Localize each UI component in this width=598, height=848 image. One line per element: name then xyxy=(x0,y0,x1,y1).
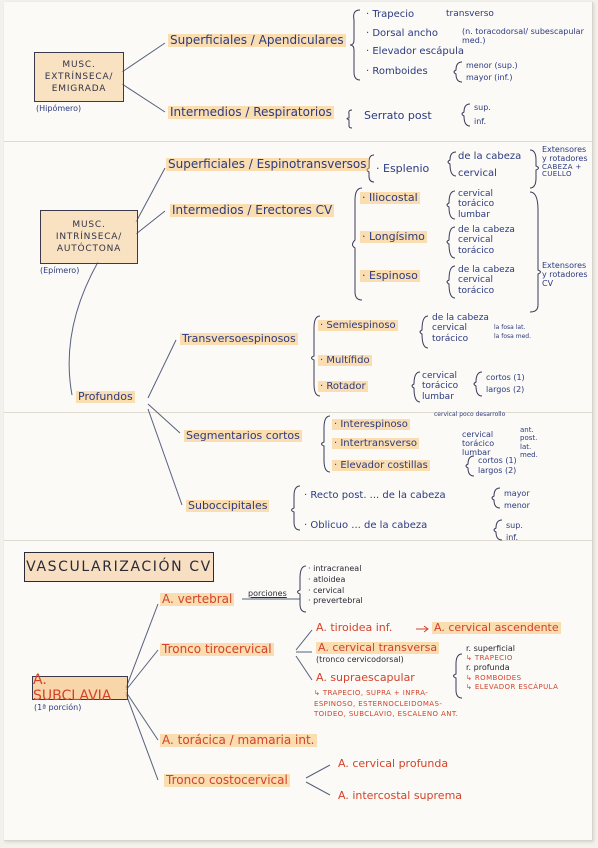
box-line: EMIGRADA xyxy=(51,84,107,95)
box-line: MUSC. xyxy=(62,59,96,70)
side-note-cabeza-cuello: Extensores y rotadores CABEZA + CUELLO xyxy=(542,145,588,179)
box-subclavia: A. SUBCLAVIA xyxy=(32,672,128,704)
title-vascularizacion: VASCULARIZACIÓN CV xyxy=(24,552,214,582)
box-line: MUSC. xyxy=(72,219,106,230)
note-hipomero: (Hipómero) xyxy=(36,104,82,113)
esplenio-cabeza: de la cabeza xyxy=(458,151,522,162)
rotador-notes: cortos (1) largos (2) xyxy=(486,373,525,394)
iliocostal-sub: cervical torácico lumbar xyxy=(458,189,495,220)
item-romboides: · Romboides xyxy=(366,66,428,77)
label-segmentarios-cortos: Segmentarios cortos xyxy=(184,429,302,443)
label-profundos: Profundos xyxy=(76,390,135,404)
romboides-mayor: mayor (inf.) xyxy=(466,73,513,82)
dorsal-relation: (n. toracodorsal/ subescapular med.) xyxy=(462,27,584,45)
item-elevador-escapula: · Elevador escápula xyxy=(366,46,464,57)
serrato-inf: inf. xyxy=(474,117,487,126)
label-tronco-tirocervical: Tronco tirocervical xyxy=(160,642,274,657)
item-iliocostal: · Iliocostal xyxy=(360,191,420,205)
transversa-ramas: r. superficial ↳ TRAPECIO r. profunda ↳ … xyxy=(466,644,559,691)
item-multifido: · Multífido xyxy=(318,355,372,366)
item-interespinoso: · Interespinoso xyxy=(332,419,410,430)
semiespinoso-notes: la fosa lat. la fosa med. xyxy=(494,324,531,340)
label-intermedios-erectores: Intermedios / Erectores CV xyxy=(170,203,335,218)
oblicuo-sub: sup. inf. xyxy=(506,521,523,542)
item-intertransverso: · Intertransverso xyxy=(332,438,420,449)
item-elevador-costillas: · Elevador costillas xyxy=(332,460,430,471)
item-recto-post: · Recto post. ... de la cabeza xyxy=(304,490,446,501)
box-intrinseca: MUSC. INTRÍNSECA/ AUTÓCTONA xyxy=(40,210,138,264)
recto-sub: mayor menor xyxy=(504,489,530,510)
label-superficiales-espinotransversos: Superficiales / Espinotransversos xyxy=(166,157,369,172)
supraescapular-irrigacion: ↳ TRAPECIO, SUPRA + INFRA- ESPINOSO, EST… xyxy=(314,689,459,718)
label-tronco-costocervical: Tronco costocervical xyxy=(164,773,290,788)
item-rotador: · Rotador xyxy=(318,381,368,392)
item-espinoso: · Espinoso xyxy=(360,269,420,283)
box-line: INTRÍNSECA/ xyxy=(55,231,123,242)
esplenio-cervical: cervical xyxy=(458,168,497,179)
label-superficiales-apendiculares: Superficiales / Apendiculares xyxy=(168,33,346,48)
note-epimero: (Epímero) xyxy=(40,266,80,275)
fold-line xyxy=(4,540,592,541)
label-transversoespinosos: Transversoespinosos xyxy=(180,332,298,346)
intertransverso-notes: ant. post. lat. med. xyxy=(520,426,538,460)
item-esplenio: · Esplenio xyxy=(376,162,430,175)
label-a-cervical-transversa: A. cervical transversa xyxy=(316,641,440,655)
label-a-supraescapular: A. supraescapular xyxy=(316,671,415,684)
rotador-sub: cervical torácico lumbar xyxy=(422,371,459,402)
label-a-vertebral: A. vertebral xyxy=(160,592,235,607)
longisimo-sub: de la cabeza cervical torácico xyxy=(458,225,515,256)
vertebral-porciones: · intracraneal · atloidea · cervical · p… xyxy=(308,564,363,606)
label-a-cervical-ascendente: A. cervical ascendente xyxy=(432,621,561,635)
intertransverso-sub: cervical torácico lumbar xyxy=(462,430,495,458)
arrow-superficiales xyxy=(121,42,166,73)
semiespinoso-sub: de la cabeza cervical torácico xyxy=(432,313,489,344)
box-line: AUTÓCTONA xyxy=(56,244,122,255)
note-tronco-cervicodorsal: (tronco cervicodorsal) xyxy=(316,655,404,664)
fold-line xyxy=(4,412,592,413)
label-a-cervical-profunda: A. cervical profunda xyxy=(338,757,449,770)
side-note-cv: Extensores y rotadores CV xyxy=(542,261,588,288)
espinoso-sub: de la cabeza cervical torácico xyxy=(458,265,515,296)
item-dorsal-ancho: · Dorsal ancho xyxy=(366,28,439,39)
interespinoso-note: cervical poco desarrollo xyxy=(434,411,506,418)
item-trapecio: · Trapecio xyxy=(366,9,415,20)
label-suboccipitales: Suboccipitales xyxy=(186,499,270,513)
label-a-toracica-mamaria: A. torácica / mamaria int. xyxy=(160,733,317,748)
item-serrato-post: Serrato post xyxy=(364,109,432,122)
box-line: EXTRÍNSECA/ xyxy=(44,71,114,82)
serrato-sup: sup. xyxy=(474,103,491,112)
label-porciones: porciones xyxy=(248,589,287,598)
arrow-intermedios xyxy=(121,83,166,113)
label-intermedios-respiratorios: Intermedios / Respiratorios xyxy=(168,105,334,120)
item-semiespinoso: · Semiespinoso xyxy=(318,320,398,331)
fold-line xyxy=(4,141,592,142)
label-a-tiroidea-inf: A. tiroidea inf. xyxy=(316,621,393,634)
item-longisimo: · Longísimo xyxy=(360,230,427,244)
romboides-menor: menor (sup.) xyxy=(466,61,518,70)
item-oblicuo: · Oblicuo ... de la cabeza xyxy=(304,520,428,531)
elevador-costillas-sub: cortos (1) largos (2) xyxy=(478,456,517,476)
trapecio-relation: transverso xyxy=(446,9,494,19)
label-a-intercostal-suprema: A. intercostal suprema xyxy=(338,789,463,802)
note-primera-porcion: (1ª porción) xyxy=(34,703,82,712)
box-extrinseca: MUSC. EXTRÍNSECA/ EMIGRADA xyxy=(34,52,124,102)
